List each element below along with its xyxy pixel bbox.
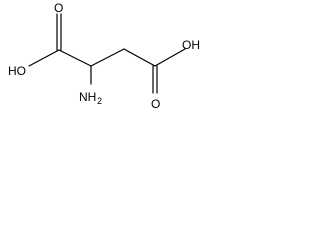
label-oxygen-right: O (151, 97, 160, 111)
label-oxygen-left: O (54, 1, 63, 15)
aspartic-acid-structure: HO O NH 2 O OH (8, 1, 200, 111)
label-amino-subscript: 2 (97, 96, 102, 106)
bond-c1-oh-left (28, 49, 60, 67)
label-amino: NH (79, 90, 96, 104)
bond-cbeta-c4 (123, 48, 156, 67)
bond-c4-oh-right (154, 48, 186, 67)
label-hydroxyl-left: HO (8, 64, 26, 78)
bond-c1-calpha (58, 49, 92, 67)
label-hydroxyl-right: OH (182, 38, 200, 52)
bond-calpha-cbeta (90, 48, 125, 67)
